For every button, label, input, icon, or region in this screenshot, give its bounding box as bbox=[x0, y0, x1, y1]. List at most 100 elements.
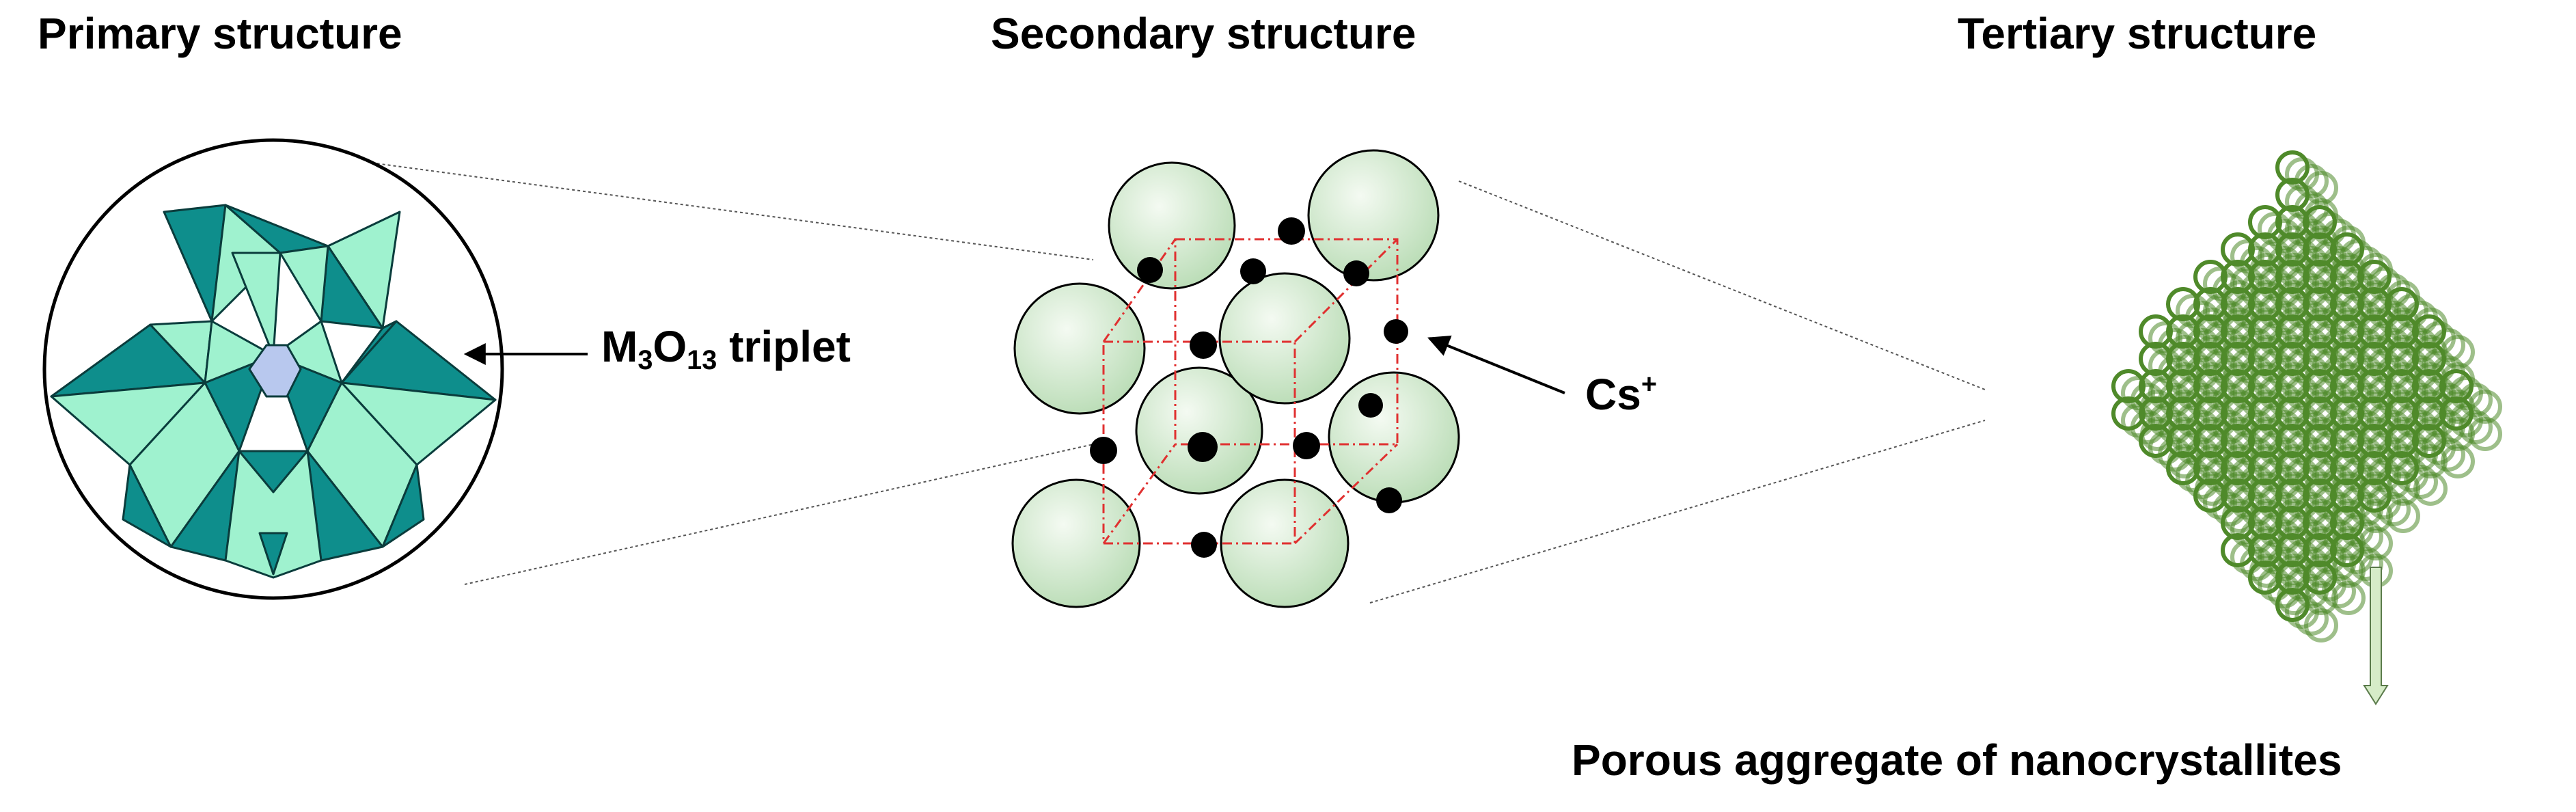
crystal-ring bbox=[2193, 396, 2228, 431]
crystal-ring bbox=[2221, 424, 2255, 458]
crystal-ring bbox=[2193, 478, 2228, 513]
crystal-ring bbox=[2285, 185, 2319, 219]
crystal-ring bbox=[2330, 396, 2364, 431]
crystal-ring bbox=[2248, 205, 2282, 239]
crystal-ring bbox=[2357, 451, 2392, 485]
crystal-ring bbox=[2385, 451, 2419, 485]
crystal-ring bbox=[2394, 458, 2428, 492]
crystal-ring bbox=[2312, 431, 2346, 465]
crystal-ring bbox=[2193, 260, 2228, 294]
crystal-ring bbox=[2148, 376, 2182, 410]
crystal-ring bbox=[2203, 403, 2237, 437]
crystal-ring bbox=[2412, 314, 2446, 349]
crystal-ring bbox=[2275, 560, 2310, 595]
crystal-ring bbox=[2275, 506, 2310, 540]
crystal-ring bbox=[2367, 349, 2401, 383]
crystal-ring bbox=[2176, 403, 2210, 437]
crystal-ring bbox=[2340, 349, 2374, 383]
crystal-ring bbox=[2394, 431, 2428, 465]
crystal-ring bbox=[2312, 267, 2346, 301]
crystal-ring bbox=[2439, 396, 2474, 431]
crystal-ring bbox=[2330, 287, 2364, 321]
crystal-ring bbox=[2111, 396, 2146, 431]
crystal-ring bbox=[2275, 342, 2310, 376]
crystal-ring bbox=[2230, 321, 2264, 355]
secondary-structure-figure bbox=[1011, 149, 1565, 608]
crystal-ring bbox=[2312, 294, 2346, 328]
crystal-ring bbox=[2312, 567, 2346, 601]
crystal-ring bbox=[2230, 513, 2264, 547]
primary-structure-title: Primary structure bbox=[38, 9, 402, 58]
crystal-ring bbox=[2221, 342, 2255, 376]
crystal-ring bbox=[2422, 321, 2456, 355]
down-arrow bbox=[2363, 567, 2389, 705]
crystal-ring bbox=[2221, 369, 2255, 403]
crystal-ring bbox=[2248, 533, 2282, 567]
crystal-ring bbox=[2203, 458, 2237, 492]
crystal-ring bbox=[2121, 403, 2155, 437]
crystal-ring bbox=[2221, 478, 2255, 513]
crystal-ring bbox=[2303, 478, 2337, 513]
crystal-ring bbox=[2367, 294, 2401, 328]
crystal-ring bbox=[2193, 451, 2228, 485]
crystal-ring bbox=[2285, 595, 2319, 629]
crystal-ring bbox=[2422, 376, 2456, 410]
crystal-ring bbox=[2230, 403, 2264, 437]
center-hexagon bbox=[248, 344, 302, 398]
crystal-ring bbox=[2258, 567, 2292, 601]
crystal-ring bbox=[2203, 349, 2237, 383]
crystal-ring bbox=[2285, 485, 2319, 519]
crystal-ring bbox=[2166, 314, 2200, 349]
crystal-ring bbox=[2385, 287, 2419, 321]
crystal-ring bbox=[2221, 396, 2255, 431]
crystal-ring bbox=[2312, 349, 2346, 383]
crystal-ring bbox=[2230, 540, 2264, 574]
crystal-ring bbox=[2285, 540, 2319, 574]
crystal-ring bbox=[2330, 232, 2364, 267]
crystal-ring bbox=[2340, 321, 2374, 355]
crystal-ring bbox=[2312, 376, 2346, 410]
crystal-ring bbox=[2221, 506, 2255, 540]
crystal-ring bbox=[2285, 321, 2319, 355]
crystal-ring bbox=[2285, 567, 2319, 601]
crystal-ring bbox=[2303, 533, 2337, 567]
crystal-ring bbox=[2312, 212, 2346, 246]
crystal-ring bbox=[2330, 342, 2364, 376]
crystal-ring bbox=[2275, 451, 2310, 485]
crystal-ring bbox=[2285, 513, 2319, 547]
crystal-ring bbox=[2422, 349, 2456, 383]
crystal-ring bbox=[2285, 267, 2319, 301]
crystal-ring bbox=[2357, 396, 2392, 431]
crystal-ring bbox=[2248, 451, 2282, 485]
crystal-ring bbox=[2303, 314, 2337, 349]
crystal-ring bbox=[2258, 212, 2292, 246]
crystal-ring bbox=[2248, 260, 2282, 294]
crystal-ring bbox=[2221, 533, 2255, 567]
crystal-ring bbox=[2312, 239, 2346, 273]
crystal-ring bbox=[2330, 424, 2364, 458]
crystal-ring bbox=[2312, 513, 2346, 547]
crystal-ring bbox=[2367, 321, 2401, 355]
crystal-ring bbox=[2203, 267, 2237, 301]
crystal-ring bbox=[2230, 376, 2264, 410]
crystal-ring bbox=[2203, 376, 2237, 410]
crystal-ring bbox=[2303, 451, 2337, 485]
crystal-ring bbox=[2303, 506, 2337, 540]
crystal-ring bbox=[2248, 342, 2282, 376]
crystal-ring bbox=[2166, 451, 2200, 485]
crystal-ring bbox=[2248, 560, 2282, 595]
crystal-ring bbox=[2303, 205, 2337, 239]
crystal-ring bbox=[2258, 321, 2292, 355]
crystal-ring bbox=[2340, 485, 2374, 519]
crystal-ring bbox=[2439, 369, 2474, 403]
crystal-ring bbox=[2285, 294, 2319, 328]
triplet-label: M3O13 triplet bbox=[601, 322, 851, 376]
crystal-ring bbox=[2139, 369, 2173, 403]
crystal-ring bbox=[2312, 485, 2346, 519]
crystal-ring bbox=[2385, 369, 2419, 403]
crystal-ring bbox=[2330, 314, 2364, 349]
crystal-ring bbox=[2176, 376, 2210, 410]
crystal-ring bbox=[2176, 294, 2210, 328]
crystal-ring bbox=[2312, 321, 2346, 355]
crystal-ring bbox=[2166, 424, 2200, 458]
